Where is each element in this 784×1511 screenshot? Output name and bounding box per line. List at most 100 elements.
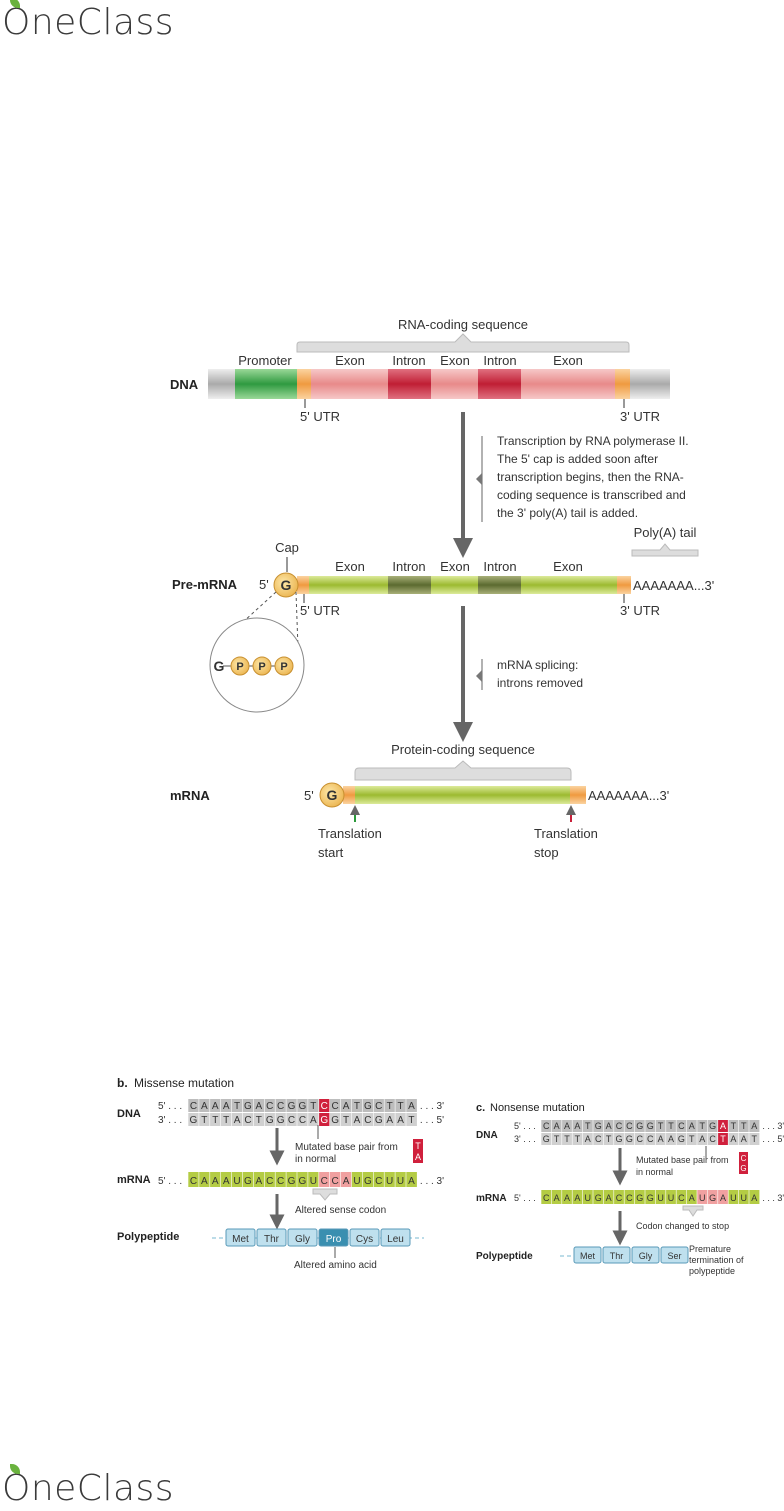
missense-mutated-note: in normal xyxy=(295,1154,336,1165)
nonsense-mrna-base: A xyxy=(720,1193,726,1203)
nonsense-title: Nonsense mutation xyxy=(490,1102,585,1114)
nonsense-mrna-base: U xyxy=(657,1193,664,1203)
nonsense-dna-bottom-base: A xyxy=(699,1134,705,1144)
missense-amino-acid-label: Gly xyxy=(295,1234,310,1245)
missense-dna-top-base: A xyxy=(223,1101,230,1112)
nonsense-codon-bracket xyxy=(682,1205,704,1217)
missense-codon-note: Altered sense codon xyxy=(295,1205,386,1216)
nonsense-dna-bottom-base: G xyxy=(615,1134,622,1144)
missense-mrna-base: A xyxy=(212,1176,219,1187)
leaf-icon xyxy=(10,1464,20,1474)
premrna-5prime: 5' xyxy=(259,577,269,592)
nonsense-mrna-base: U xyxy=(699,1193,706,1203)
nonsense-dna-bottom-base: C xyxy=(709,1134,716,1144)
nonsense-dna-top-base: C xyxy=(616,1121,623,1131)
nonsense-dna-label: DNA xyxy=(476,1130,498,1141)
nonsense-dna-top-base: A xyxy=(574,1121,580,1131)
rna-coding-sequence-label: RNA-coding sequence xyxy=(398,317,528,332)
nonsense-dna-bottom-highlight xyxy=(717,1133,729,1145)
transcription-note-line: Transcription by RNA polymerase II. xyxy=(497,434,689,448)
nonsense-dna-bottom-base: G xyxy=(543,1134,550,1144)
brand-logo-text: OneClass xyxy=(2,1468,175,1509)
nonsense-normal-pair-top: C xyxy=(741,1154,747,1163)
mrna-coding xyxy=(355,786,570,804)
nonsense-mrna-base: A xyxy=(751,1193,757,1203)
nonsense-dna-top-base: T xyxy=(668,1121,674,1131)
premrna-utr5 xyxy=(297,576,309,594)
missense-dna-top-strip xyxy=(188,1099,417,1112)
nonsense-mrna-base: C xyxy=(616,1193,623,1203)
nonsense-polypeptide-label: Polypeptide xyxy=(476,1251,533,1262)
missense-dna-bottom-suffix: . . . 5' xyxy=(420,1115,444,1126)
missense-mrna-base: A xyxy=(223,1176,230,1187)
dna-promoter xyxy=(235,369,297,399)
mrna-label: mRNA xyxy=(170,788,210,803)
missense-mrna-base: U xyxy=(353,1176,360,1187)
nonsense-mrna-highlight xyxy=(697,1190,708,1204)
missense-dna-top-base: G xyxy=(244,1101,252,1112)
nonsense-mrna-base: G xyxy=(595,1193,602,1203)
nonsense-dna-bottom-base: A xyxy=(658,1134,664,1144)
missense-amino-acid xyxy=(318,1228,349,1247)
nonsense-dna-bottom-base: T xyxy=(564,1134,570,1144)
promoter-label: Promoter xyxy=(238,353,292,368)
missense-dna-bottom-base: G xyxy=(266,1115,274,1126)
nonsense-mrna-highlight xyxy=(707,1190,718,1204)
missense-letter: b. xyxy=(117,1076,128,1090)
nonsense-dna-top-base: G xyxy=(709,1121,716,1131)
nonsense-dna-top-base: C xyxy=(626,1121,633,1131)
missense-amino-acid-label: Cys xyxy=(356,1234,373,1245)
nonsense-amino-acid-label: Thr xyxy=(610,1251,624,1261)
cap-zoom-g: G xyxy=(214,658,225,674)
nonsense-dna-top-base: A xyxy=(564,1121,570,1131)
nonsense-mrna-base: U xyxy=(730,1193,737,1203)
missense-mrna-label: mRNA xyxy=(117,1174,151,1186)
intron-label-rna-2: Intron xyxy=(483,559,516,574)
intron-label-rna-1: Intron xyxy=(392,559,425,574)
nonsense-amino-acid xyxy=(660,1246,689,1264)
nonsense-dna-bottom-base: C xyxy=(595,1134,602,1144)
dna-utr5 xyxy=(297,369,311,399)
cap-label: Cap xyxy=(275,540,299,555)
missense-dna-top-base: G xyxy=(288,1101,296,1112)
leaf-icon xyxy=(10,0,20,8)
transcription-note: Transcription by RNA polymerase II. The … xyxy=(497,434,689,520)
nonsense-amino-acid xyxy=(602,1246,631,1264)
nonsense-dna-bottom-base: A xyxy=(730,1134,736,1144)
nonsense-dna-bottom-base: T xyxy=(751,1134,757,1144)
nonsense-termination-note: Premature xyxy=(689,1244,731,1254)
nonsense-mrna-base: C xyxy=(543,1193,550,1203)
nonsense-mrna-base: A xyxy=(689,1193,695,1203)
missense-dna-bottom-highlight xyxy=(318,1113,330,1126)
missense-dna-bottom-base: G xyxy=(320,1115,328,1126)
dna-intron-2 xyxy=(478,369,521,399)
missense-normal-pair-bottom: A xyxy=(415,1152,421,1162)
phosphate-1 xyxy=(230,656,250,676)
missense-dna-bottom-base: A xyxy=(234,1115,241,1126)
nonsense-mrna-base: A xyxy=(606,1193,612,1203)
nonsense-mutated-note: Mutated base pair from xyxy=(636,1155,729,1165)
missense-dna-bottom-base: T xyxy=(343,1115,349,1126)
missense-dna-bottom-base: T xyxy=(201,1115,207,1126)
phosphate-2 xyxy=(252,656,272,676)
missense-dna-bottom-base: C xyxy=(288,1115,295,1126)
rna-coding-bracket xyxy=(296,333,630,353)
missense-dna-top-base: C xyxy=(190,1101,197,1112)
nonsense-dna-top-base: G xyxy=(647,1121,654,1131)
phosphate-3 xyxy=(274,656,294,676)
missense-dna-top-base: T xyxy=(354,1101,360,1112)
missense-dna-top-base: T xyxy=(397,1101,403,1112)
missense-dna-top-base: C xyxy=(266,1101,273,1112)
premrna-cap-g: G xyxy=(281,577,292,593)
transcription-note-line: coding sequence is transcribed and xyxy=(497,488,686,502)
missense-mrna-base: U xyxy=(397,1176,404,1187)
missense-normal-pair-top: T xyxy=(415,1141,421,1151)
premrna-exon-2 xyxy=(431,576,478,594)
missense-dna-top-base: A xyxy=(212,1101,219,1112)
nonsense-dna-top-base: A xyxy=(720,1121,726,1131)
nonsense-dna-top-base: T xyxy=(699,1121,705,1131)
missense-dna-top-base: G xyxy=(364,1101,372,1112)
